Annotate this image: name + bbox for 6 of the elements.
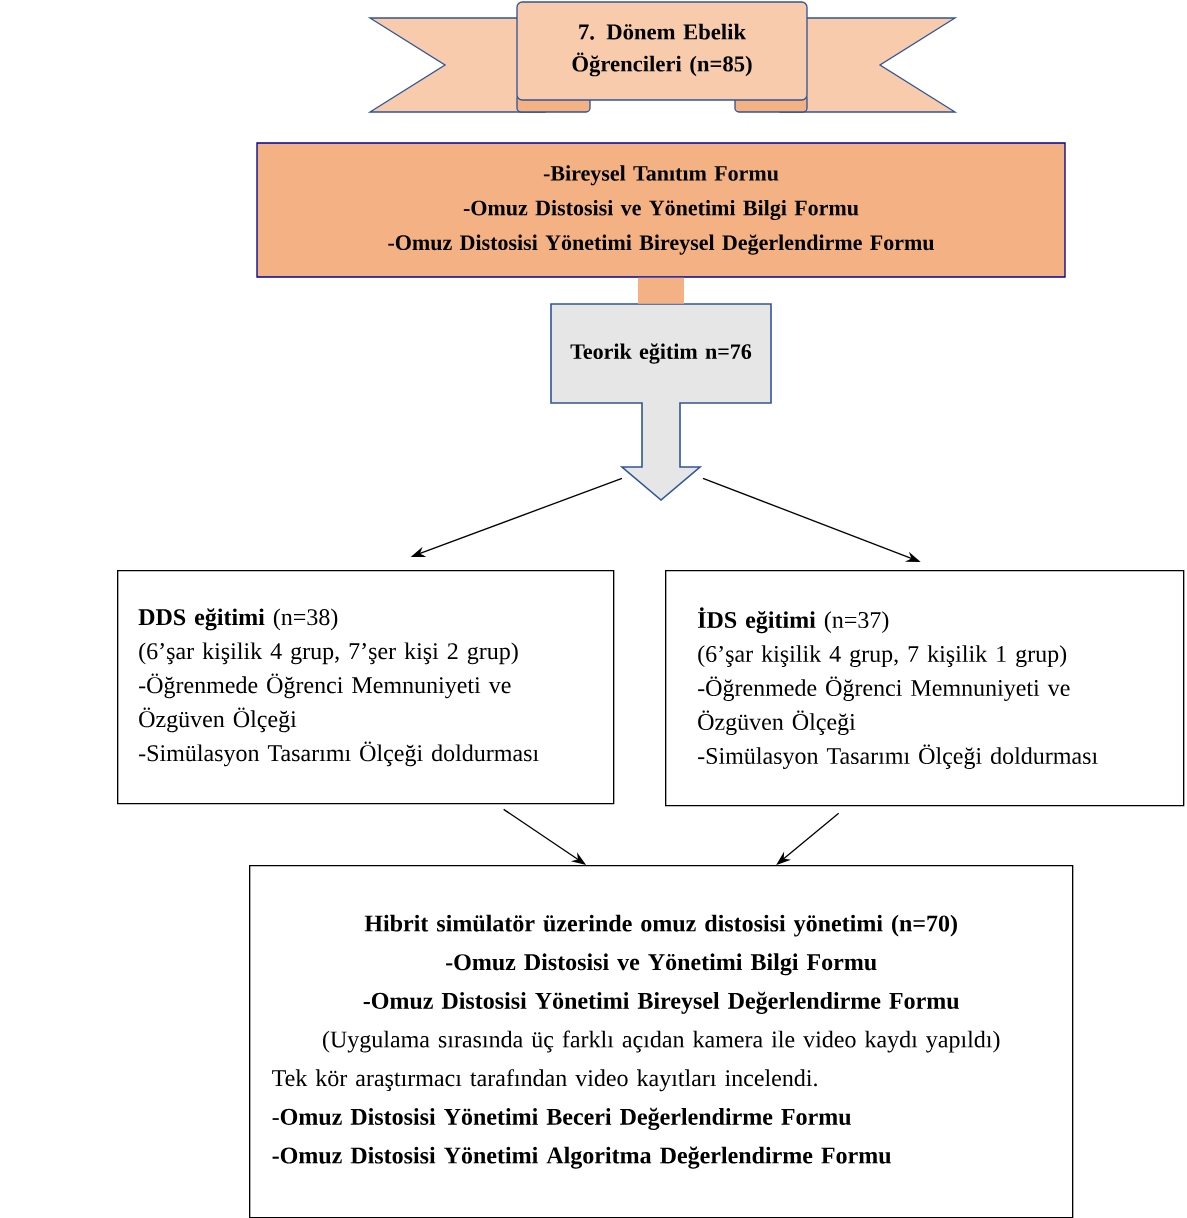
ribbon-banner: 7. Dönem Ebelik Öğrencileri (n=85) [367, 1, 958, 113]
process-box: Hibrit simülatör üzerinde omuz distosisi yönetimi (n=70) -Omuz Distosisi ve Yönetimi Bilgi Formu -Omuz Distosisi Yönetimi Bireysel Değerlendirme Formu (Uygulama sırasında üç farklı açıdan kamera ile video kaydı yapıldı) Tek kör araştırmacı tarafından video kayıtları incelendi. -Omuz Distosisi Yönetimi Beceri Değerlendirme Formu -Omuz Distosisi Yönetimi Algoritma Değerlendirme Formu [249, 865, 1074, 1218]
form-box: -Bireysel Tanıtım Formu -Omuz Distosisi ve Yönetimi Bilgi Formu -Omuz Distosisi Yönetimi Bireysel Değerlendirme Formu [256, 142, 1066, 278]
group-box: İDS eğitimi (n=37) (6’şar kişilik 4 grup, 7 kişilik 1 grup) -Öğrenmede Öğrenci Memnuniyeti ve Özgüven Ölçeği -Simülasyon Tasarımı Ölçeği doldurması [665, 570, 1185, 807]
connector-band [638, 277, 684, 304]
group-box: DDS eğitimi (n=38) (6’şar kişilik 4 grup, 7’şer kişi 2 grup) -Öğrenmede Öğrenci Memnuniyeti ve Özgüven Ölçeği -Simülasyon Tasarımı Ölçeği doldurması [117, 570, 615, 805]
